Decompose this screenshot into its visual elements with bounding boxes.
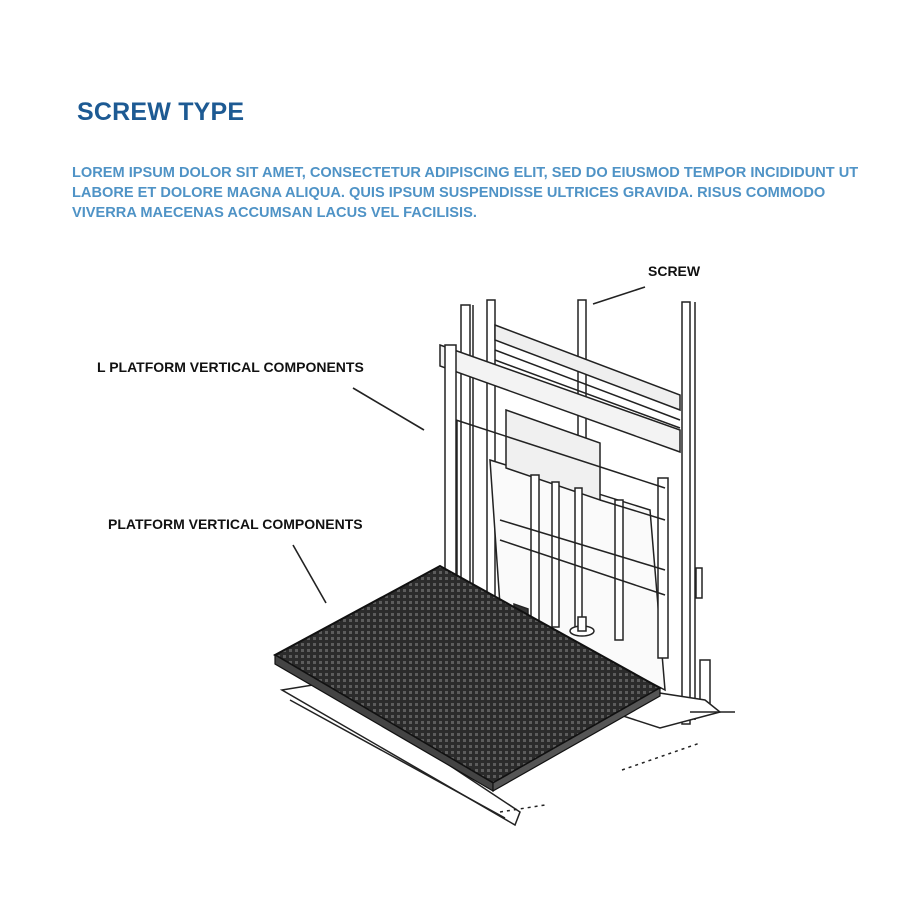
inner-post [614,499,624,641]
leader-lines [292,286,646,604]
side-bracket [699,659,711,706]
platform-deck [272,564,663,793]
side-bracket [695,567,703,599]
rear-post-right [681,301,691,725]
callout-platform-vertical-components: PLATFORM VERTICAL COMPONENTS [108,516,363,532]
inner-post [574,487,583,634]
intro-paragraph: LOREM IPSUM DOLOR SIT AMET, CONSECTETUR … [72,165,859,221]
front-post-left [444,344,457,586]
top-beam-front [439,343,681,454]
callout-screw: SCREW [648,263,701,279]
leader-line-screw [592,286,646,305]
inner-post [551,481,560,628]
top-beam-rear [494,323,681,412]
rear-post-mid [486,299,496,601]
leader-line-platform [292,544,327,604]
leader-line-l-platform [352,387,425,431]
rear-post-left [460,304,471,606]
platform-edge [492,686,661,793]
page-title: SCREW TYPE [77,98,245,126]
callout-l-platform-vertical-components: L PLATFORM VERTICAL COMPONENTS [97,359,364,375]
